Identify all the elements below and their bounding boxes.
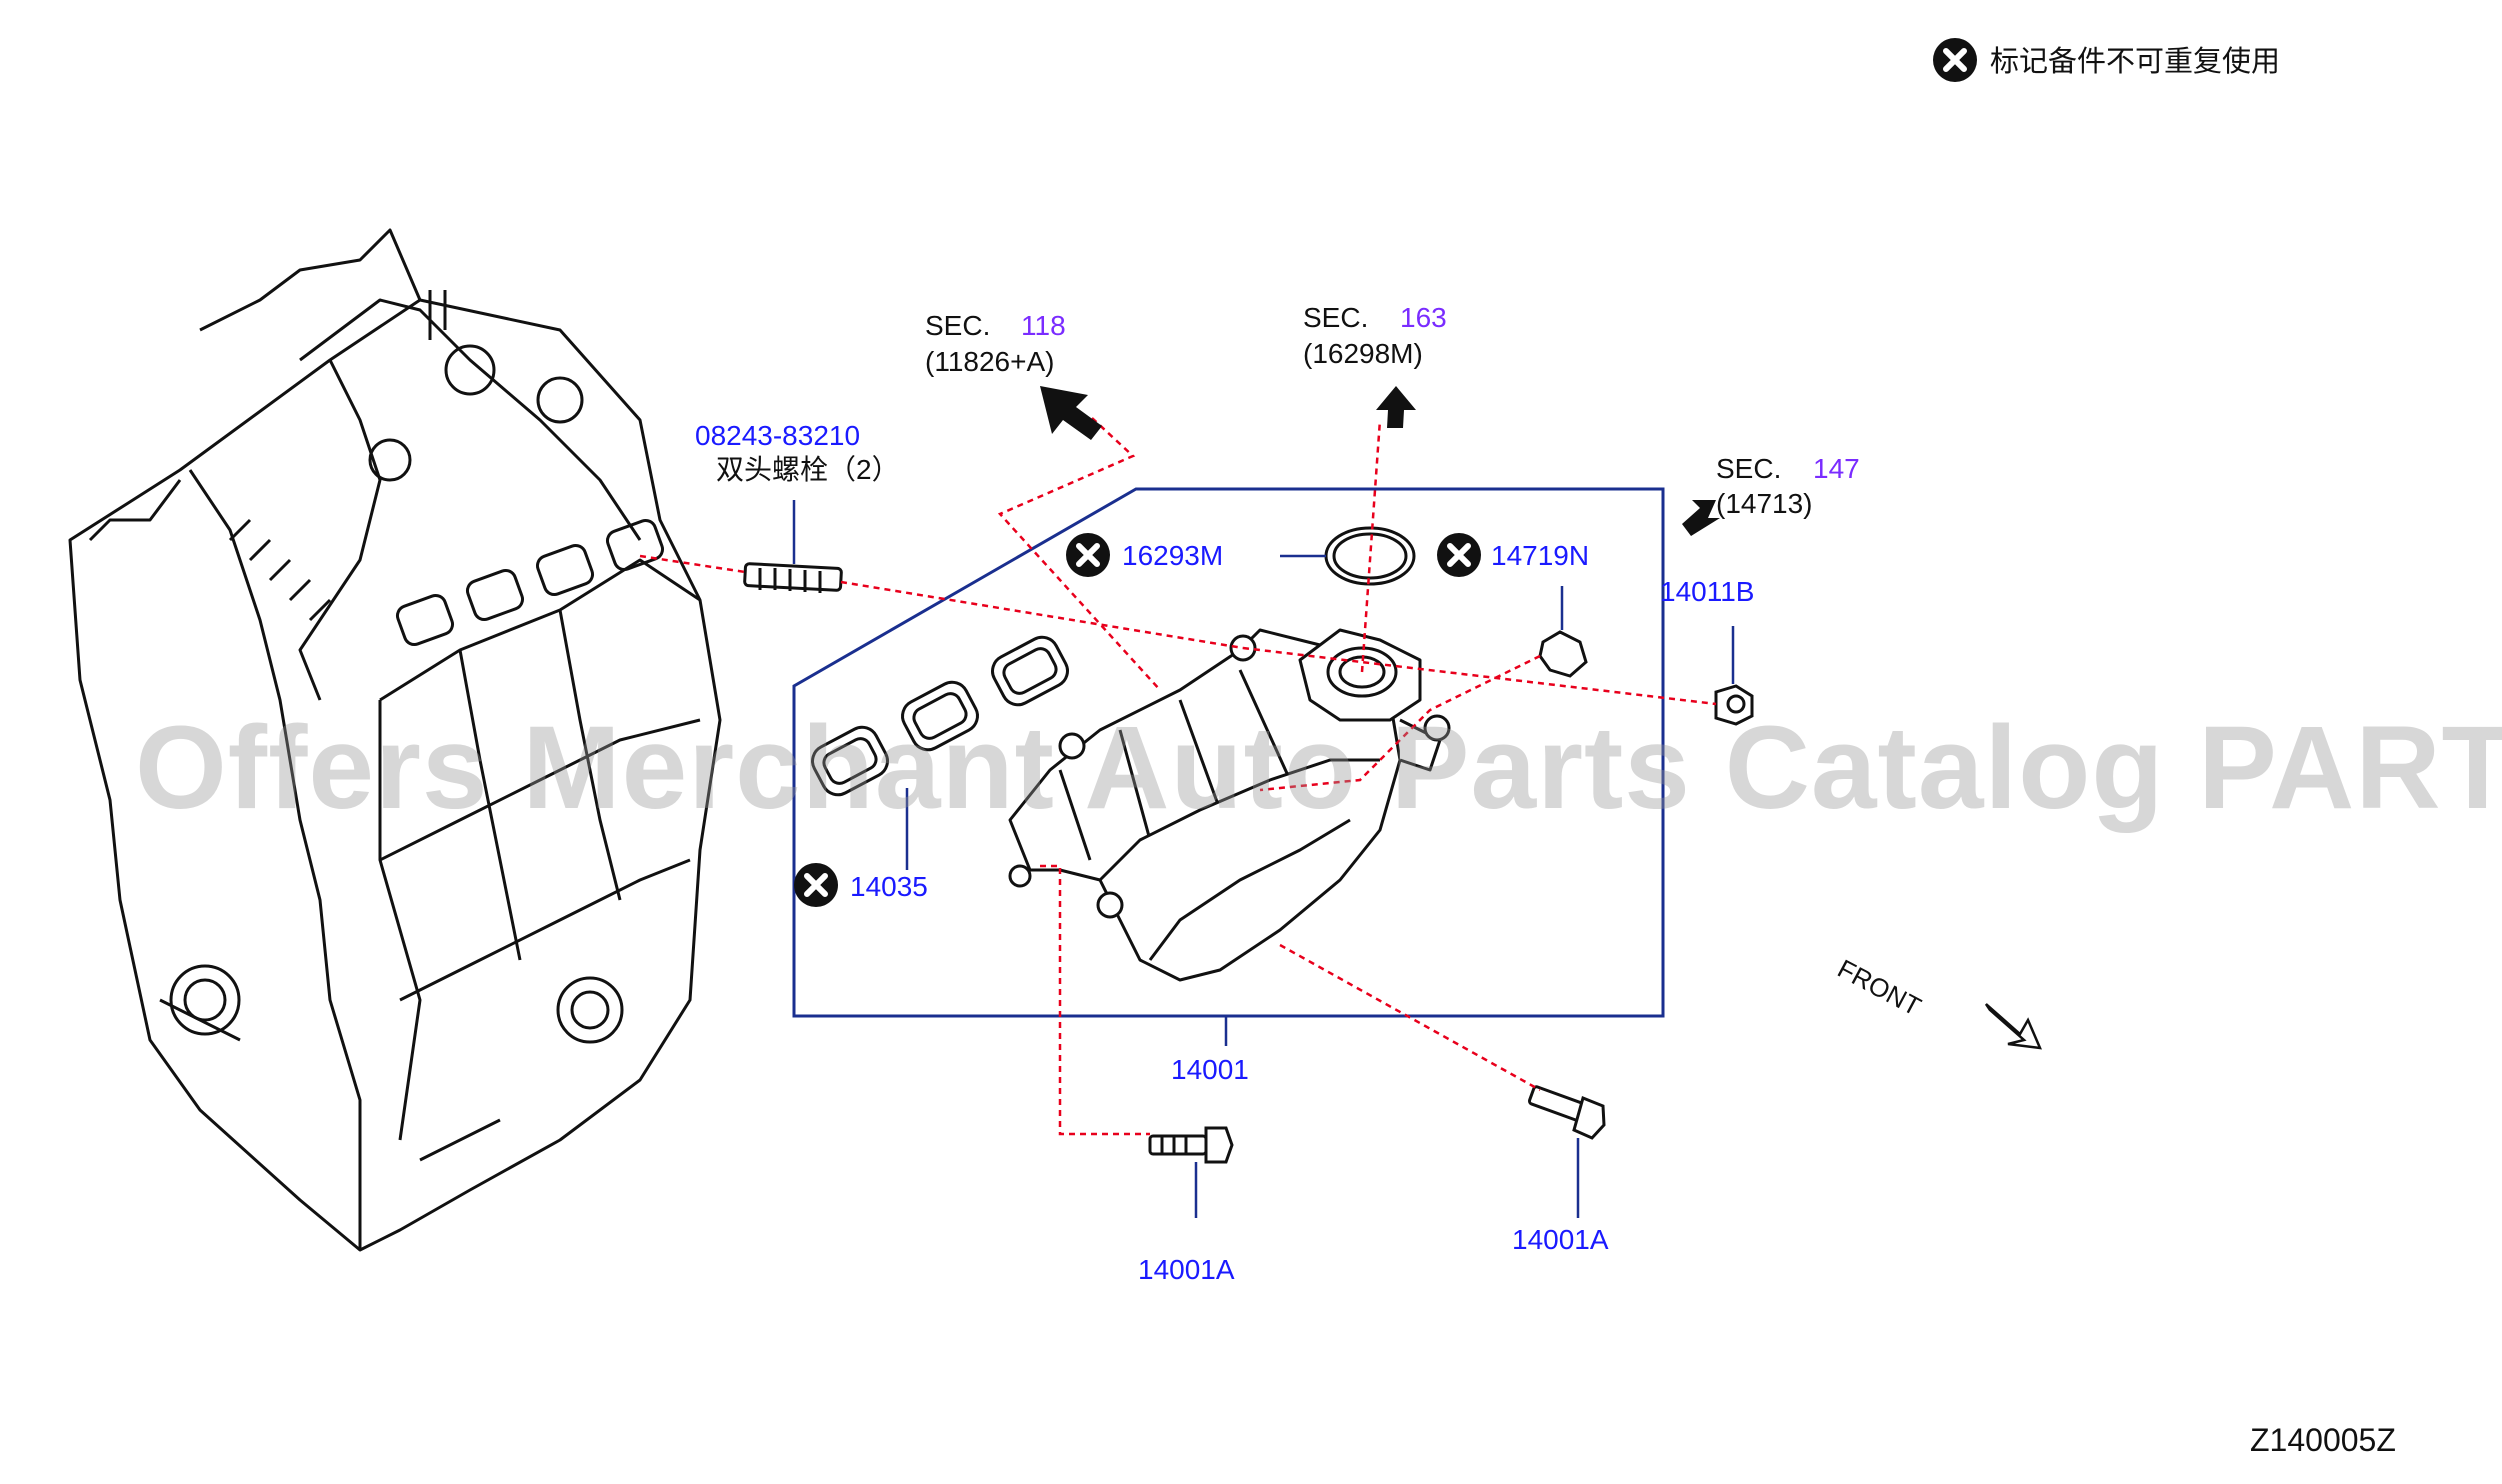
legend-text: 标记备件不可重复使用 — [1990, 46, 2281, 78]
part-number-14001A-right[interactable]: 14001A — [1512, 1224, 1609, 1255]
sec-163-label: SEC. — [1303, 302, 1369, 333]
part-number-14035[interactable]: 14035 — [850, 871, 928, 902]
intake-manifold-illustration — [1008, 628, 1451, 982]
part-number-14719N[interactable]: 14719N — [1491, 540, 1590, 571]
part-number-14001[interactable]: 14001 — [1171, 1054, 1249, 1085]
bolt-illustration-left — [1148, 1126, 1234, 1164]
o-ring-illustration — [1324, 526, 1416, 586]
sec-147-ref: (14713) — [1716, 488, 1813, 519]
non-reusable-mark-icon — [1437, 533, 1481, 577]
dashed-leader-lines — [639, 417, 1717, 1136]
engine-block-illustration — [68, 228, 722, 1252]
section-arrows — [1040, 386, 1720, 536]
part-number-14011B[interactable]: 14011B — [1660, 576, 1755, 607]
assembly-frame — [792, 487, 1665, 1018]
nut-illustration — [1714, 684, 1754, 726]
part-number-08243-83210[interactable]: 08243-83210 — [695, 420, 861, 451]
sec-163-ref: (16298M) — [1303, 338, 1423, 369]
manifold-gasket-illustration — [811, 635, 1069, 797]
sec-118-arrow-icon — [1040, 386, 1102, 440]
sec-163-number[interactable]: 163 — [1400, 302, 1447, 333]
clip-illustration — [1538, 630, 1588, 678]
diagram-id: Z140005Z — [2250, 1422, 2396, 1458]
cross-circle-icon — [1933, 38, 1977, 82]
part-number-16293M[interactable]: 16293M — [1122, 540, 1224, 571]
sec-147-label: SEC. — [1716, 453, 1782, 484]
non-reusable-mark-icon — [1066, 533, 1110, 577]
sec-118-label: SEC. — [925, 310, 991, 341]
watermark-text: Offers Merchant Auto Parts Catalog PARTS… — [135, 702, 2502, 834]
solid-leader-lines — [792, 500, 1735, 1218]
front-direction-arrow-icon — [1984, 1003, 2043, 1050]
sec-147-arrow-icon — [1682, 500, 1720, 536]
non-reusable-mark-icon — [794, 863, 838, 907]
stud-bolt-illustration — [743, 562, 843, 593]
part-description-stud: 双头螺栓（2） — [716, 454, 900, 485]
sec-163-arrow-icon — [1376, 386, 1416, 428]
sec-118-ref: (11826+A) — [925, 346, 1055, 377]
part-number-14001A-left[interactable]: 14001A — [1138, 1254, 1235, 1285]
sec-147-number[interactable]: 147 — [1813, 453, 1860, 484]
sec-118-number[interactable]: 118 — [1021, 310, 1066, 341]
bolt-illustration-right — [1527, 1085, 1606, 1140]
